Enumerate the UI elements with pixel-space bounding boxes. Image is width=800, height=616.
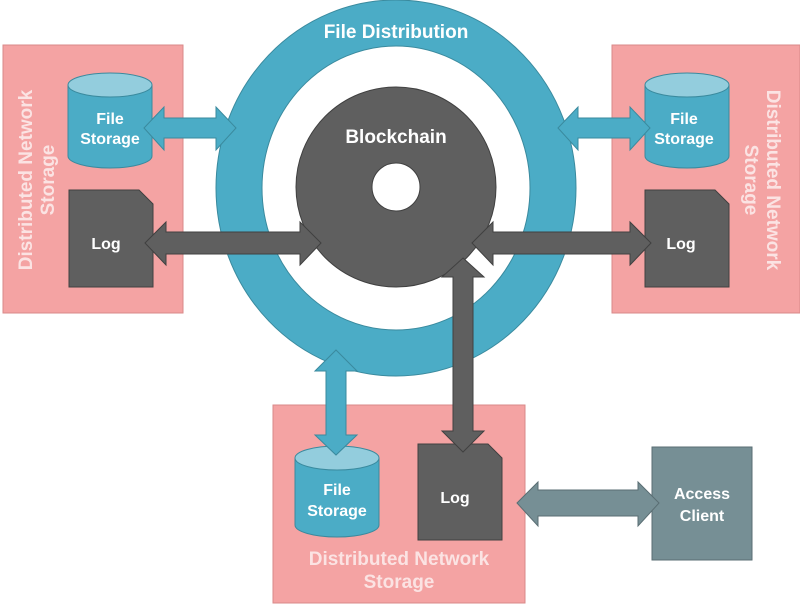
access-client-log-arrow	[516, 480, 660, 528]
bottom-storage-label-line2: Storage	[307, 503, 367, 520]
right-log-blockchain-arrow	[471, 220, 652, 267]
left-log-label: Log	[91, 236, 120, 253]
right-storage-ring-arrow	[557, 105, 651, 152]
ring-label: File Distribution	[324, 22, 469, 43]
left-storage-label-line1: File	[96, 111, 124, 128]
right-node-title-line1: Distributed Network	[762, 90, 783, 271]
bottom-file-storage-cylinder: File Storage	[294, 445, 380, 538]
left-storage-label-line2: Storage	[80, 131, 140, 148]
bottom-log-document: Log	[417, 443, 503, 541]
left-storage-ring-arrow	[143, 105, 237, 152]
bottom-log-blockchain-arrow	[440, 257, 486, 453]
right-log-label: Log	[666, 236, 695, 253]
left-node-title-line2: Storage	[38, 145, 59, 216]
left-log-document: Log	[68, 189, 154, 288]
left-file-storage-cylinder: File Storage	[67, 72, 153, 169]
bottom-storage-label-line1: File	[323, 482, 351, 499]
right-file-storage-cylinder: File Storage	[644, 72, 730, 169]
right-storage-label-line1: File	[670, 111, 698, 128]
blockchain-label: Blockchain	[345, 127, 446, 148]
access-client-box: Access Client	[651, 446, 753, 561]
left-node-title: Distributed Network Storage	[16, 89, 59, 270]
right-node-title: Distributed Network Storage	[740, 90, 783, 271]
left-log-blockchain-arrow	[144, 220, 322, 267]
left-node-title-line1: Distributed Network	[16, 89, 37, 270]
access-client-label-line2: Client	[680, 508, 725, 525]
right-node-title-line2: Storage	[740, 145, 761, 216]
access-client-label-line1: Access	[674, 486, 730, 503]
bottom-node-title-line1: Distributed Network	[309, 549, 490, 570]
right-log-document: Log	[644, 189, 730, 288]
blockchain-disk	[295, 86, 497, 288]
right-storage-label-line2: Storage	[654, 131, 714, 148]
bottom-storage-ring-arrow	[313, 349, 359, 456]
bottom-log-label: Log	[440, 490, 469, 507]
bottom-node-title-line2: Storage	[364, 572, 435, 593]
file-distribution-ring	[215, 0, 577, 377]
